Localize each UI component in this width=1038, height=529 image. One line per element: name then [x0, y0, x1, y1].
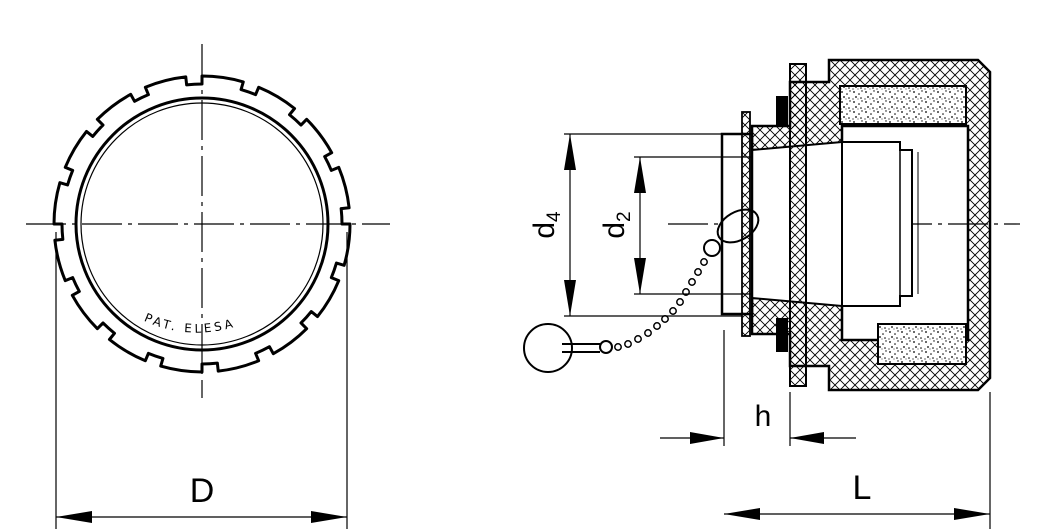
- d2-label: d2: [598, 211, 635, 238]
- filter-insert-bottom: [877, 323, 967, 365]
- d2-arrow-top: [634, 157, 646, 193]
- diameter-label: D: [190, 472, 215, 510]
- svg-text:d2: d2: [598, 211, 635, 238]
- inner-face-circle: [80, 102, 324, 346]
- gasket-top: [776, 96, 788, 126]
- brand-text: PAT. ELESA: [142, 311, 237, 336]
- gasket-bottom: [776, 318, 788, 352]
- h-arrow-left: [690, 432, 724, 444]
- filter-insert-top: [839, 85, 967, 125]
- d4-label: d4: [528, 211, 565, 239]
- d2-arrow-bottom: [634, 258, 646, 294]
- retaining-chain: [523, 208, 760, 373]
- chain-loop: [716, 208, 760, 244]
- d4-arrow-bottom: [564, 280, 576, 316]
- height-label: h: [755, 400, 772, 433]
- knurled-ring-outline: [52, 74, 352, 374]
- flange-plate: [789, 63, 807, 387]
- l-arrow-left: [724, 508, 760, 520]
- svg-text:d4: d4: [528, 211, 565, 239]
- front-view: PAT. ELESA D: [26, 44, 390, 529]
- d-arrow-right: [311, 511, 347, 523]
- d4-arrow-top: [564, 134, 576, 170]
- inner-ring-circle: [74, 96, 330, 352]
- d-arrow-left: [56, 511, 92, 523]
- l-arrow-right: [954, 508, 990, 520]
- inner-cavity: [751, 141, 913, 307]
- chain-end-ball: [523, 323, 573, 373]
- washer-plate: [741, 111, 751, 337]
- section-view: d4 d2 h L: [523, 58, 1020, 529]
- chain-ring: [703, 239, 721, 257]
- h-arrow-right: [790, 432, 824, 444]
- length-label: L: [853, 469, 872, 507]
